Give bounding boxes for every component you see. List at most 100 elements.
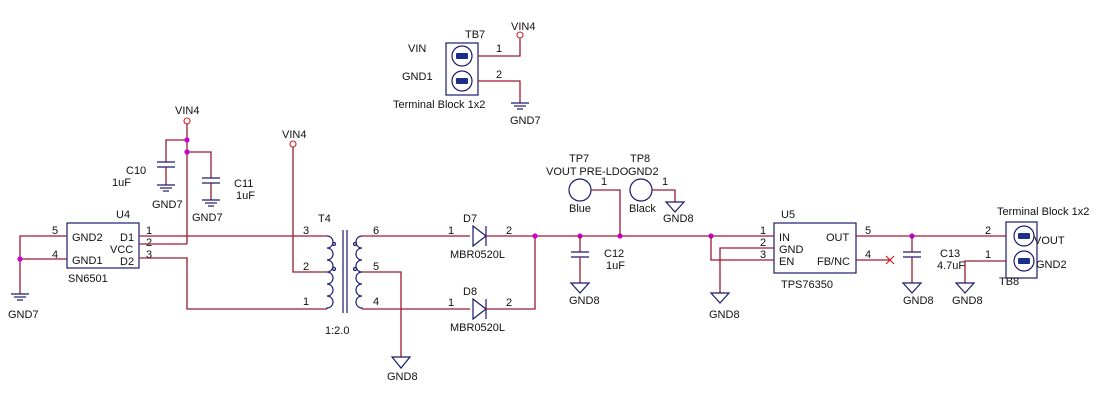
t4-ratio: 1:2.0 (325, 325, 349, 337)
tp8-pin: 1 (662, 176, 668, 188)
tb7-contact-2 (451, 70, 473, 92)
test-point-tp8: TP8 GND2 Black 1 (628, 153, 668, 215)
u4-pin-1: 1 (146, 225, 152, 237)
d8-ref: D8 (463, 286, 477, 298)
net-gnd8-tb8: GND8 (952, 295, 983, 307)
net-gnd8-tp8: GND8 (663, 213, 694, 225)
d7-ref: D7 (463, 213, 477, 225)
u4-pin-name-gnd2: GND2 (72, 232, 103, 244)
d7-pin-1: 1 (448, 225, 454, 237)
tb8-ref: TB8 (999, 276, 1019, 288)
t4-pin-6: 6 (373, 225, 379, 237)
t4-pin-1: 1 (303, 296, 309, 308)
tp8-ref: TP8 (630, 153, 650, 165)
tb7-label-gnd1: GND1 (402, 71, 433, 83)
ground-icon (202, 199, 220, 207)
tb7-pin-1: 1 (496, 43, 502, 55)
u4-ref: U4 (116, 209, 130, 221)
ground-chassis-icon (569, 282, 591, 294)
ground-chassis-icon (709, 292, 731, 304)
ic-u5: U5 IN GND EN OUT FB/NC TPS76350 1 2 3 5 … (760, 209, 871, 291)
ground-icon (11, 293, 29, 301)
terminal-block-tb8: Terminal Block 1x2 VOUT GND2 TB8 2 1 (985, 206, 1089, 288)
u4-pin-name-d2: D2 (120, 256, 134, 268)
d8-pin-1: 1 (448, 297, 454, 309)
u5-pin-2: 2 (760, 237, 766, 249)
tb8-contact-1 (1013, 225, 1035, 247)
tp8-label: GND2 (628, 166, 659, 178)
net-gnd7-u4: GND7 (8, 309, 39, 321)
vin4-terminal-icon (289, 140, 297, 148)
t4-pin-4: 4 (373, 296, 379, 308)
tb8-body (1005, 221, 1038, 279)
t4-pin-2: 2 (303, 261, 309, 273)
net-vin4-t4: VIN4 (282, 129, 306, 141)
capacitor-c11 (202, 177, 220, 200)
net-vin4-caps: VIN4 (175, 105, 199, 117)
u4-pin-name-vcc: VCC (110, 244, 133, 256)
ic-u4: U4 GND2 GND1 D1 VCC D2 SN6501 5 4 1 2 3 (52, 209, 152, 285)
u5-pin-name-gnd: GND (779, 244, 804, 256)
u5-pin-name-fbnc: FB/NC (817, 256, 850, 268)
ground-icon (511, 102, 529, 110)
tb7-contact-1 (451, 45, 473, 67)
u5-pin-name-in: IN (779, 232, 790, 244)
c11-ref: C11 (234, 178, 253, 190)
u4-pin-name-d1: D1 (120, 232, 134, 244)
tp7-pin: 1 (601, 176, 607, 188)
u4-pin-name-gnd1: GND1 (72, 255, 103, 267)
capacitor-c13 (903, 236, 921, 283)
net-gnd8-t4: GND8 (387, 371, 418, 383)
d7-pin-2: 2 (506, 225, 512, 237)
ground-chassis-icon (390, 356, 412, 369)
ground-chassis-icon (664, 201, 686, 213)
u5-pin-name-en: EN (779, 256, 794, 268)
c10-ref: C10 (126, 165, 146, 177)
c12-ref: C12 (604, 248, 624, 260)
tb7-label-vin: VIN (408, 43, 426, 55)
tb8-pin-1: 1 (985, 249, 991, 261)
u4-pin-2: 2 (146, 237, 152, 249)
net-gnd8-u5: GND8 (709, 309, 740, 321)
u4-pin-3: 3 (146, 249, 152, 261)
terminal-block-tb7: TB7 VIN GND1 Terminal Block 1x2 1 2 VIN4… (393, 21, 541, 127)
ground-chassis-icon (954, 282, 976, 294)
ground-chassis-icon (901, 282, 923, 294)
c13-ref: C13 (940, 248, 960, 260)
c12-value: 1uF (606, 260, 625, 272)
tb7-pin-2: 2 (496, 69, 502, 81)
d8-pin-2: 2 (506, 297, 512, 309)
net-vin4-tb7: VIN4 (511, 21, 535, 33)
tb8-label-vout: VOUT (1034, 235, 1065, 247)
tp7-pad (568, 178, 592, 202)
u5-ref: U5 (781, 209, 795, 221)
tp8-color: Black (629, 203, 656, 215)
tb8-desc: Terminal Block 1x2 (997, 206, 1089, 218)
tb8-label-gnd2: GND2 (1036, 259, 1067, 271)
tp7-ref: TP7 (569, 153, 589, 165)
d8-part: MBR0520L (450, 322, 505, 334)
u5-pin-4: 4 (865, 249, 871, 261)
tb7-body (445, 42, 479, 96)
u5-pin-3: 3 (760, 249, 766, 261)
diode-d8: D8 MBR0520L 1 2 (448, 286, 512, 334)
tb8-pin-2: 2 (985, 225, 991, 237)
u4-pin-4: 4 (52, 249, 58, 261)
transformer-t4: T4 1:2.0 3 2 1 6 5 4 (303, 213, 379, 337)
d7-part: MBR0520L (450, 249, 505, 261)
u5-pin-1: 1 (760, 225, 766, 237)
t4-primary-winding (326, 235, 334, 310)
capacitor-c12 (571, 236, 589, 283)
tb7-desc: Terminal Block 1x2 (393, 99, 485, 111)
tp8-pad (629, 178, 653, 202)
t4-ref: T4 (318, 213, 331, 225)
net-gnd8-c13: GND8 (903, 295, 934, 307)
t4-pin-3: 3 (303, 225, 309, 237)
tp7-color: Blue (569, 203, 591, 215)
u5-pin-name-out: OUT (826, 232, 850, 244)
u4-pin-5: 5 (52, 225, 58, 237)
diode-d7: D7 MBR0520L 1 2 (448, 213, 512, 261)
u5-pin-5: 5 (865, 225, 871, 237)
capacitor-c10 (157, 161, 175, 185)
no-connect-icon (885, 255, 895, 265)
